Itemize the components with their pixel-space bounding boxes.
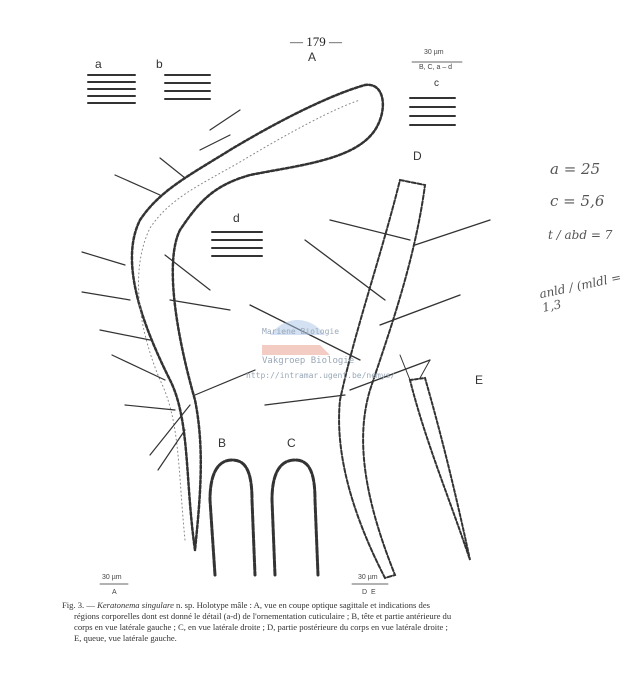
- scale-caption-a: A: [112, 589, 117, 596]
- panel-label-C: C: [287, 436, 296, 450]
- panel-label-d-detail: d: [233, 211, 240, 225]
- worm-a-body-inner: [138, 99, 361, 541]
- panel-label-D: D: [413, 149, 422, 163]
- handwritten-note-a: a = 25: [550, 160, 601, 178]
- caption-species: Keratonema singulare: [97, 600, 174, 610]
- detail-b: [164, 74, 211, 100]
- caption-prefix: Fig. 3. —: [62, 600, 95, 610]
- scale-value-a: 30 µm: [102, 574, 122, 581]
- detail-d: [211, 231, 263, 257]
- handwritten-note-c: c = 5,6: [550, 192, 605, 210]
- caption-line3: corps en vue latérale gauche ; C, en vue…: [74, 622, 448, 632]
- panel-label-c-detail: c: [434, 78, 439, 89]
- watermark-url: http://intramar.ugent.be/nemys/: [246, 371, 396, 380]
- panel-label-a: a: [95, 57, 102, 71]
- figure-drawing: [81, 61, 491, 585]
- worm-a-body-outer: [130, 83, 385, 552]
- caption-line4: E, queue, vue latérale gauche.: [74, 633, 177, 643]
- panel-label-A: A: [308, 50, 317, 64]
- caption-line2: régions corporelles dont est donné le dé…: [74, 611, 452, 621]
- caption-line1: n. sp. Holotype mâle : A, vue en coupe o…: [173, 600, 430, 610]
- scale-value-de: 30 µm: [358, 574, 378, 581]
- worm-a-setae: [81, 109, 256, 471]
- watermark-logo: [262, 320, 330, 355]
- panel-label-b-detail: b: [156, 57, 163, 71]
- worm-e-body: [408, 376, 471, 561]
- scale-caption-de: D E: [362, 589, 376, 596]
- figure-b: [208, 458, 257, 577]
- figure-caption: Fig. 3. — Keratonema singulare n. sp. Ho…: [62, 600, 562, 644]
- panel-label-B: B: [218, 436, 227, 450]
- scale-value-top: 30 µm: [424, 49, 444, 56]
- detail-c: [409, 97, 456, 126]
- detail-a: [87, 74, 136, 104]
- watermark-text2: Vakgroep Biologie: [262, 356, 355, 366]
- panel-label-E: E: [475, 373, 484, 387]
- handwritten-note-t: t / abd = 7: [548, 228, 613, 242]
- page-number: — 179 —: [290, 34, 342, 49]
- watermark-text1: Mariene Biologie: [262, 327, 340, 336]
- scale-caption-top: B, C, a – d: [419, 64, 453, 71]
- figure-c: [270, 458, 320, 577]
